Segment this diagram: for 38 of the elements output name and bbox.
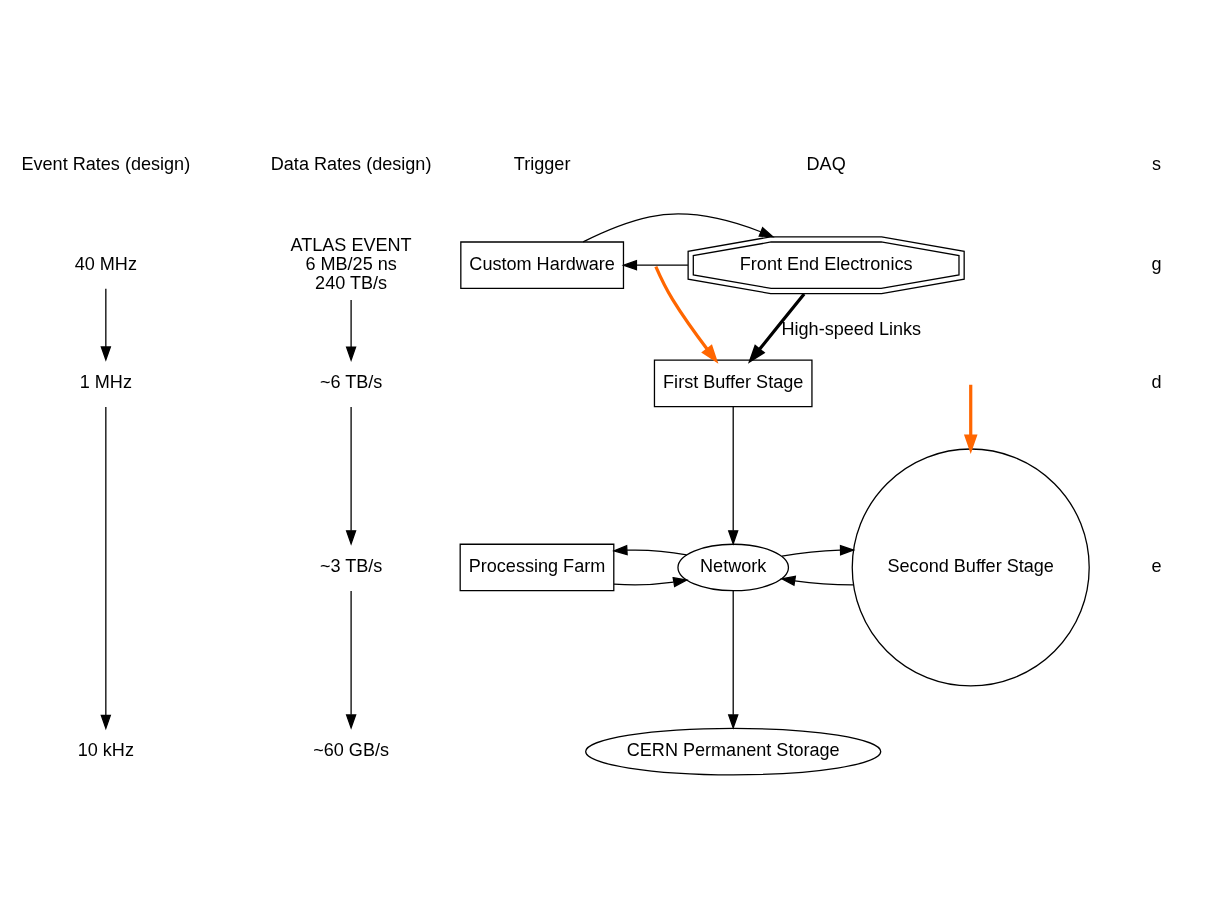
arrow	[781, 544, 856, 557]
arrow	[100, 405, 112, 730]
node-text: 1 MHz	[79, 371, 132, 392]
arrow	[727, 405, 739, 546]
node-text: 10 kHz	[77, 739, 134, 760]
arrow	[345, 405, 357, 546]
arrow	[612, 544, 688, 556]
label: DAQ	[806, 153, 846, 174]
arrow	[621, 259, 689, 271]
node-text: 40 MHz	[74, 253, 137, 274]
label: s	[1152, 153, 1162, 174]
node-text: ATLAS EVENT 6 MB/25 ns 240 TB/s	[290, 234, 412, 293]
arrow	[582, 212, 775, 242]
node-box: First Buffer Stage	[653, 358, 813, 407]
node-box: Custom Hardware	[460, 240, 625, 289]
label: e	[1151, 555, 1162, 576]
label: Event Rates (design)	[21, 153, 191, 174]
node-circle: Second Buffer Stage	[851, 447, 1090, 687]
arrow	[345, 298, 357, 362]
arrow	[963, 384, 978, 454]
node-text: ~3 TB/s	[319, 555, 383, 576]
label: d	[1151, 371, 1162, 392]
node-ellipse: Network	[677, 543, 790, 591]
edge-label: High-speed Links	[781, 318, 922, 339]
label: g	[1151, 253, 1162, 274]
arrow	[654, 265, 719, 364]
arrow	[779, 575, 855, 586]
node-text: ~6 TB/s	[319, 371, 383, 392]
node-ellipse: CERN Permanent Storage	[585, 727, 882, 775]
arrow	[727, 589, 739, 730]
arrow	[100, 287, 112, 362]
node-box: Processing Farm	[459, 543, 615, 591]
arrow	[613, 576, 689, 588]
label: Trigger	[513, 153, 571, 174]
node-text: ~60 GB/s	[313, 739, 390, 760]
label: Data Rates (design)	[270, 153, 432, 174]
arrow	[747, 292, 806, 364]
arrow	[345, 589, 357, 730]
